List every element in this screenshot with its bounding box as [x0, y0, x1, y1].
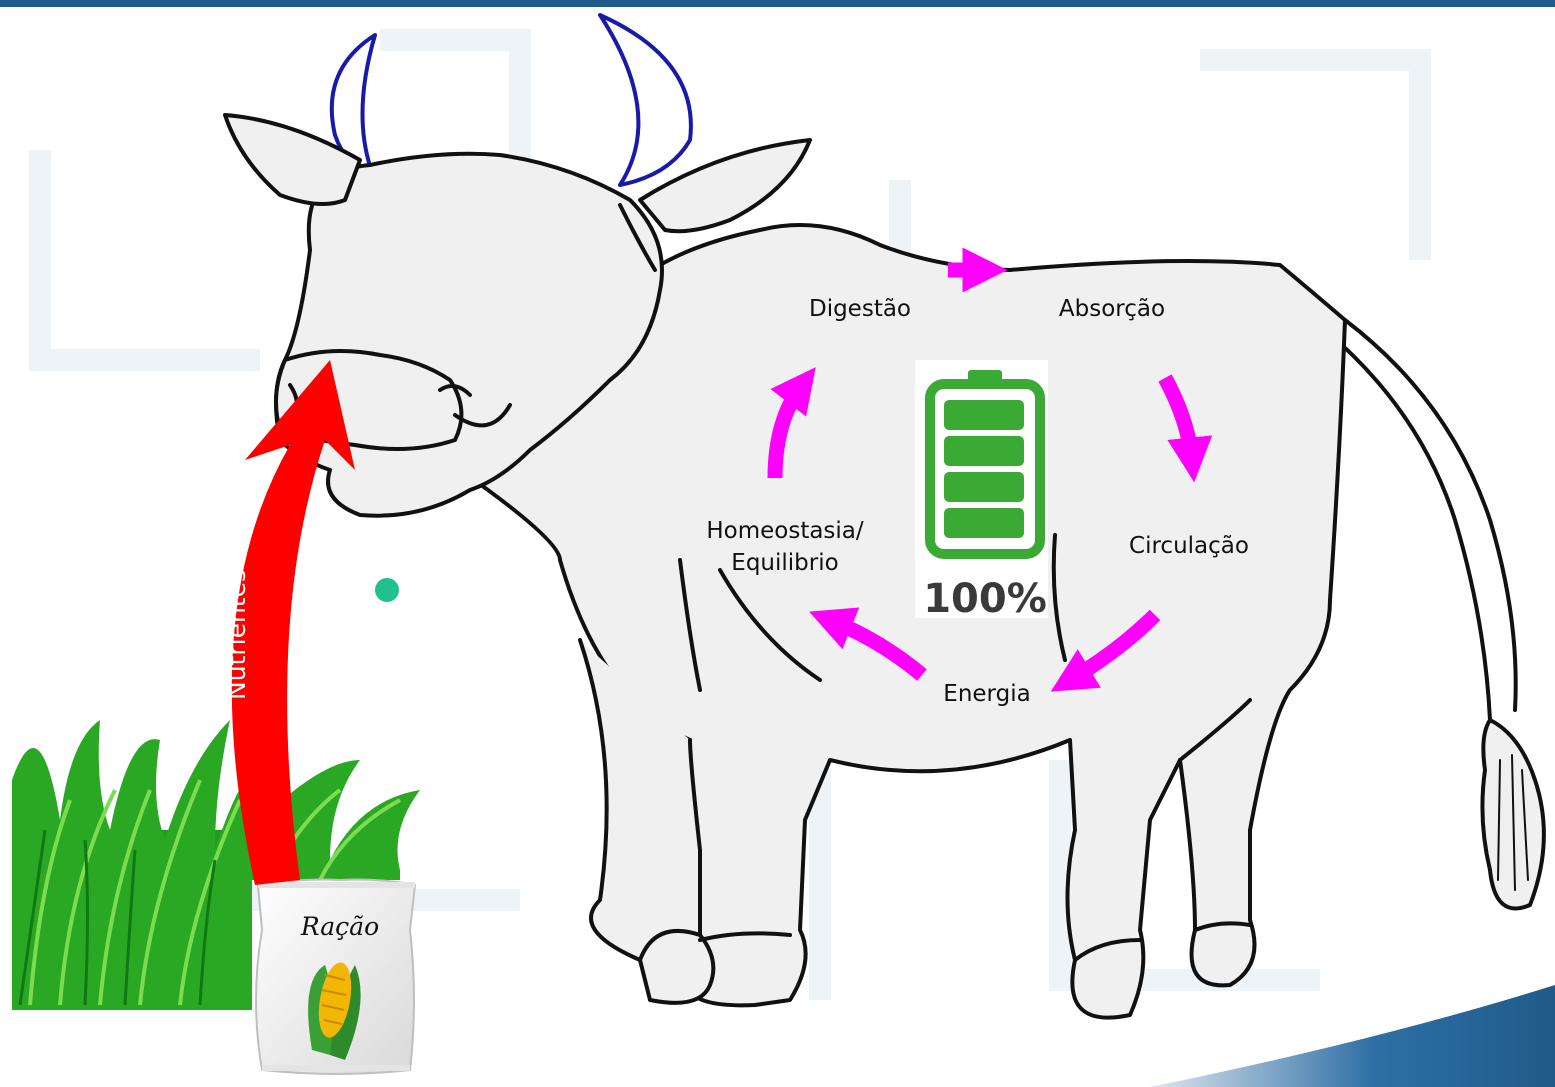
battery-icon: 100% [915, 360, 1048, 622]
step-homeostasia-line1: Homeostasia/ [706, 518, 864, 544]
step-circulacao: Circulação [1129, 533, 1249, 559]
cow-illustration [225, 15, 1544, 1018]
feed-bag-icon: Ração [256, 880, 415, 1074]
feed-bag-label: Ração [300, 912, 379, 941]
step-absorcao: Absorção [1059, 296, 1165, 322]
step-energia: Energia [943, 681, 1030, 707]
right-horn-icon [600, 15, 691, 185]
step-homeostasia-line2: Equilibrio [731, 550, 838, 576]
step-digestao: Digestão [809, 296, 911, 322]
nutrient-arrow-label: Nutrientes [222, 569, 251, 700]
battery-percent: 100% [923, 576, 1047, 622]
bullet-dot [375, 578, 399, 602]
corner-band [1150, 985, 1555, 1087]
